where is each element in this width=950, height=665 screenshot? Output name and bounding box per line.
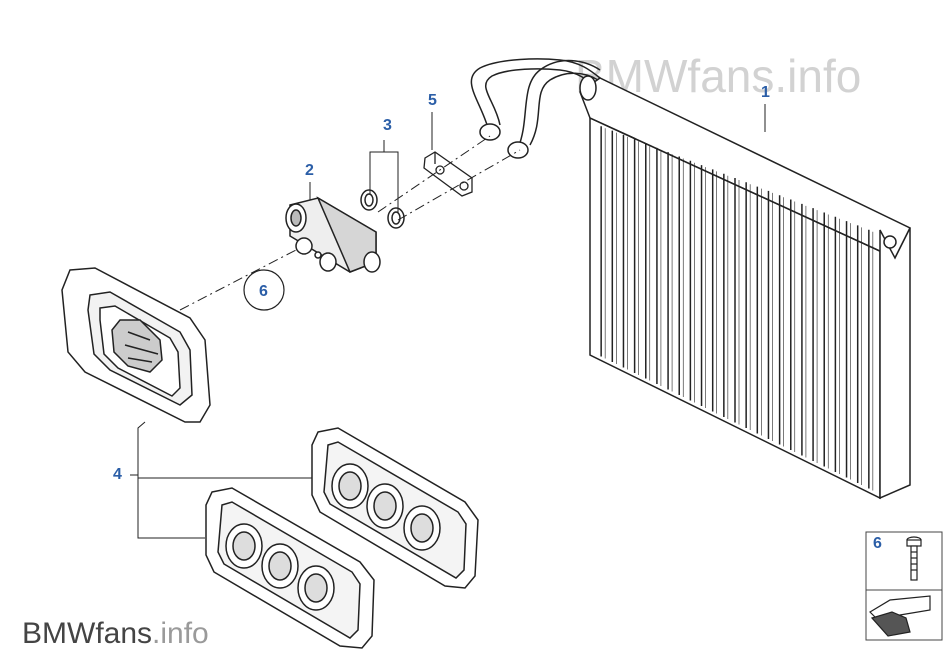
callout-3: 3 [383, 117, 392, 134]
direction-arrow-icon [869, 595, 931, 637]
screw-reference-circle [243, 269, 285, 311]
seal-plate-upper [311, 427, 479, 589]
expansion-valve [285, 196, 381, 273]
callout-1: 1 [761, 84, 770, 101]
callout-5: 5 [428, 92, 437, 109]
seal-large [61, 267, 211, 423]
seal-plate-lower [205, 487, 375, 649]
legend-screw-number: 6 [873, 535, 882, 552]
legend-box: 6 [865, 531, 943, 641]
refrigerant-pipes [470, 58, 601, 159]
evaporator [579, 77, 912, 500]
leader-lines [130, 104, 766, 539]
evaporator-fins [600, 126, 874, 491]
callout-2: 2 [305, 162, 314, 179]
callout-6: 6 [259, 283, 268, 300]
watermark-bottom: BMWfans.info [22, 617, 209, 650]
screw-icon [906, 536, 922, 581]
callout-4: 4 [113, 466, 122, 483]
o-rings [360, 189, 405, 229]
bracket [423, 151, 473, 197]
